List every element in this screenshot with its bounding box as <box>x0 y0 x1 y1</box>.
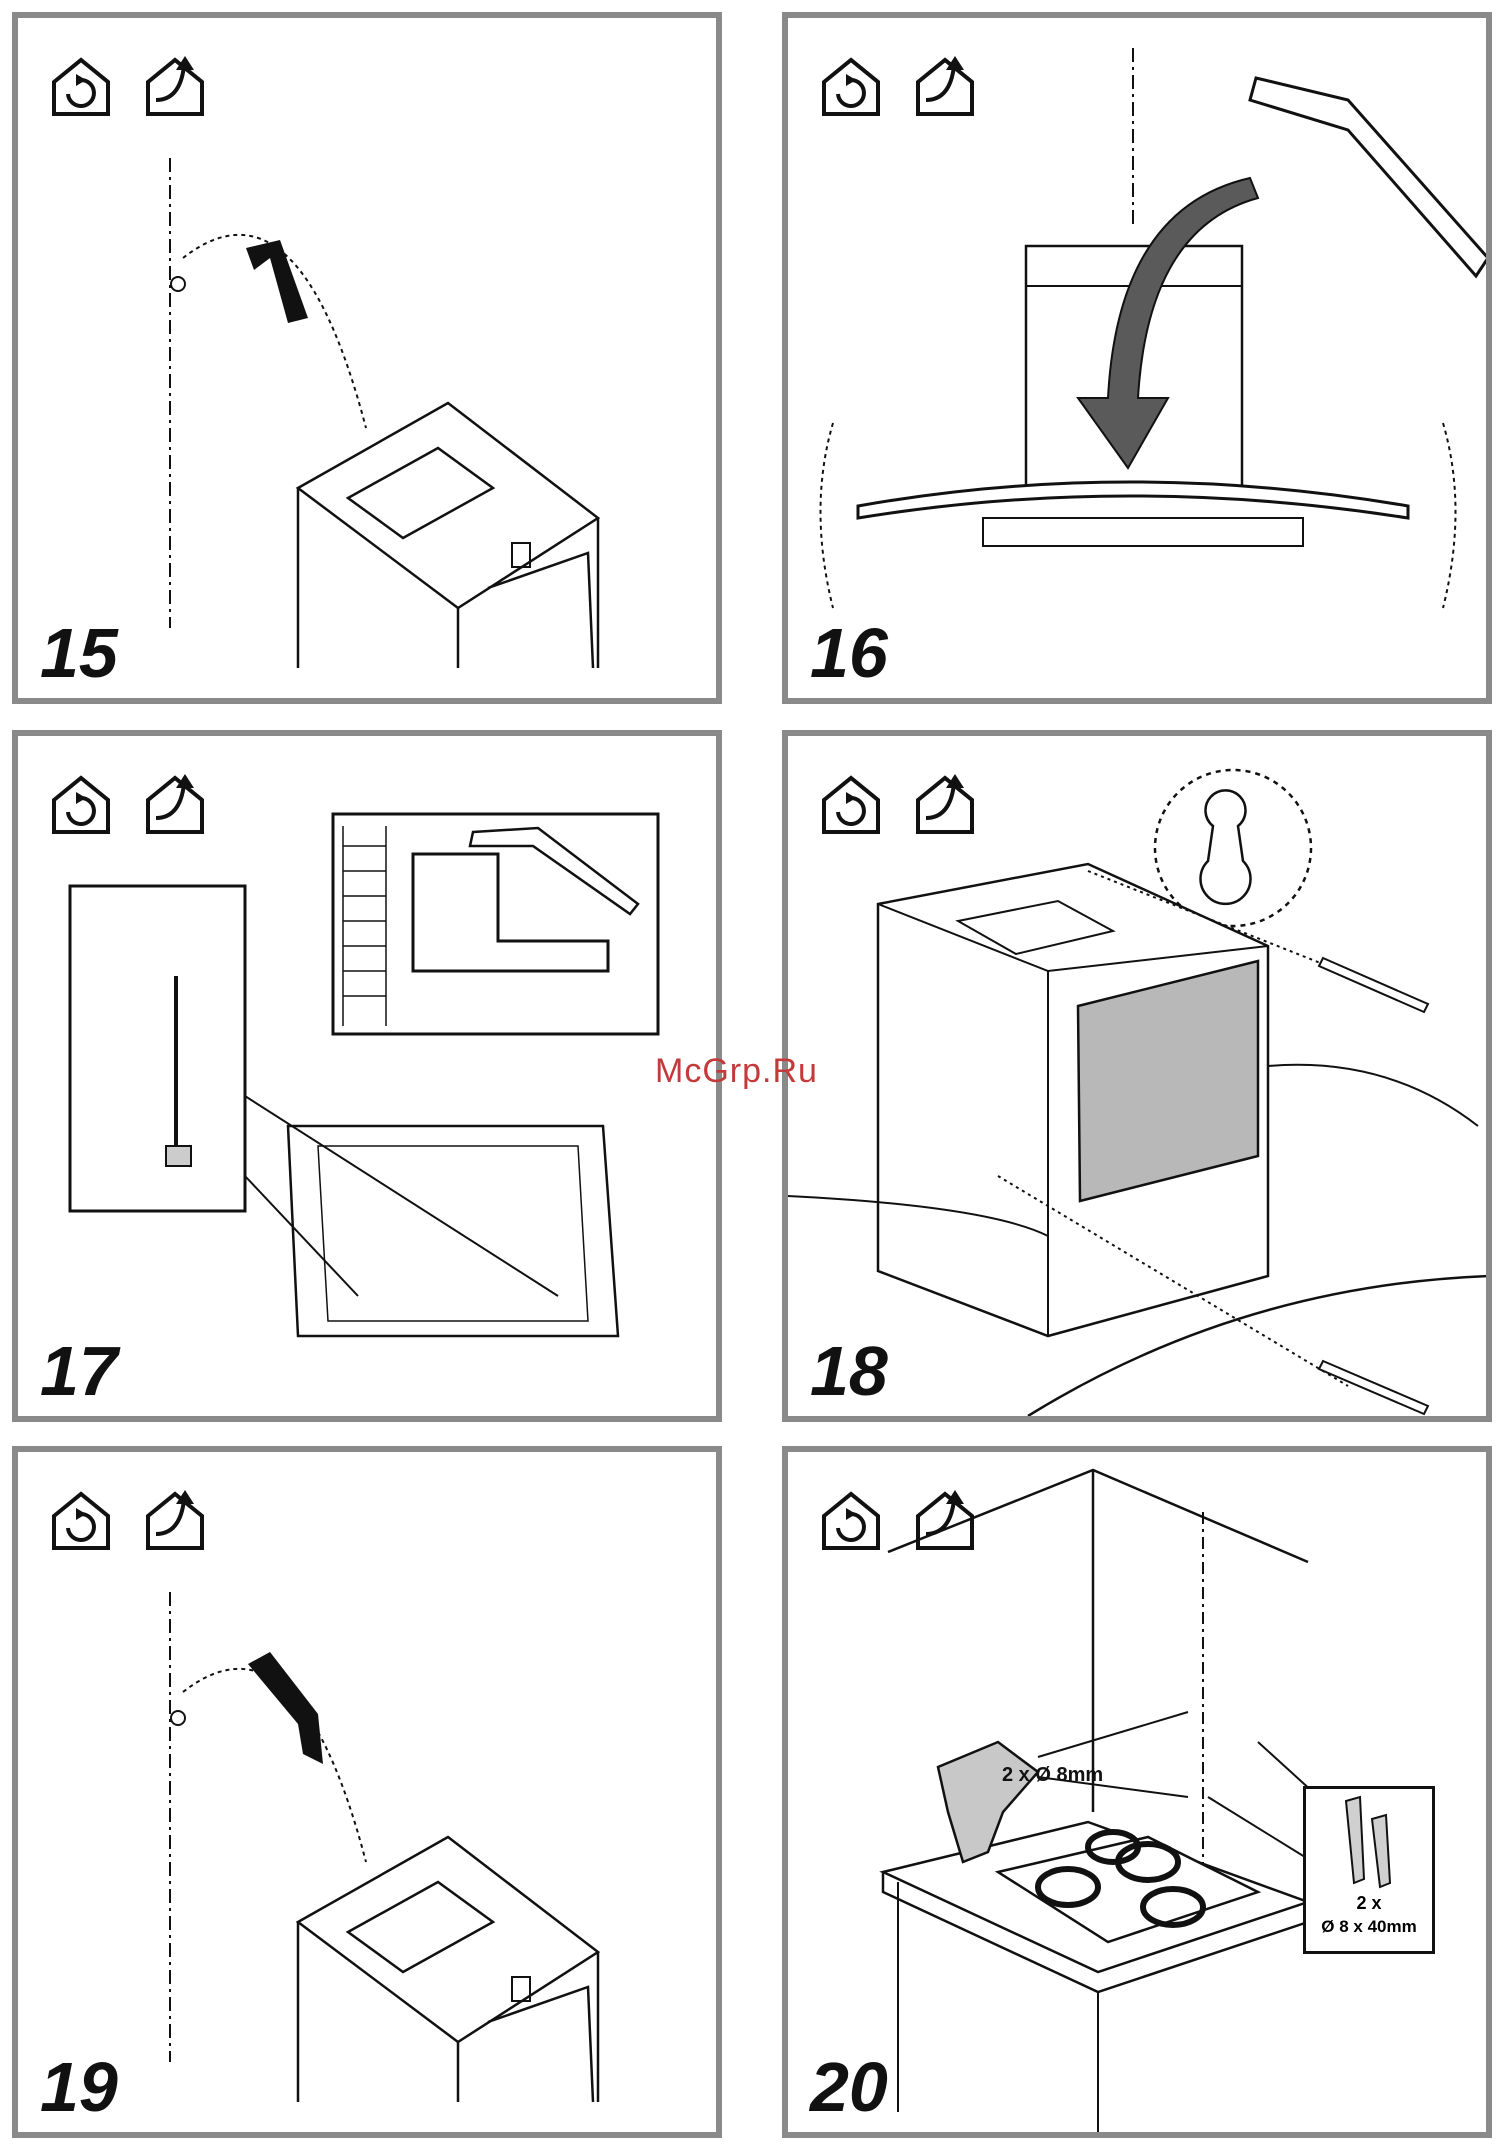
extraction-mode-icon <box>910 770 980 840</box>
illustration-step-15 <box>18 18 716 698</box>
step-panel-17: 17 <box>12 730 722 1422</box>
step-number: 17 <box>40 1336 118 1406</box>
wall-plug-callout: 2 x Ø 8 x 40mm <box>1303 1786 1435 1954</box>
recirculation-mode-icon <box>816 52 886 122</box>
illustration-step-19 <box>18 1452 716 2132</box>
extraction-mode-icon <box>910 1486 980 1556</box>
wall-plug-icon <box>1306 1789 1432 1889</box>
extraction-mode-icon <box>140 770 210 840</box>
recirculation-mode-icon <box>816 1486 886 1556</box>
step-number: 20 <box>810 2052 888 2122</box>
illustration-step-17 <box>18 736 716 1416</box>
drill-size-label: 2 x Ø 8mm <box>1002 1764 1103 1787</box>
recirculation-mode-icon <box>816 770 886 840</box>
step-panel-19: 19 <box>12 1446 722 2138</box>
plug-count: 2 x <box>1306 1893 1432 1914</box>
step-panel-16: 16 <box>782 12 1492 704</box>
illustration-step-18 <box>788 736 1486 1416</box>
extraction-mode-icon <box>140 1486 210 1556</box>
step-number: 16 <box>810 618 888 688</box>
step-number: 19 <box>40 2052 118 2122</box>
recirculation-mode-icon <box>46 770 116 840</box>
watermark: McGrp.Ru <box>655 1052 818 1091</box>
step-panel-18: 18 <box>782 730 1492 1422</box>
step-number: 15 <box>40 618 118 688</box>
illustration-step-16 <box>788 18 1486 698</box>
step-panel-15: 15 <box>12 12 722 704</box>
step-number: 18 <box>810 1336 888 1406</box>
plug-size: Ø 8 x 40mm <box>1306 1917 1432 1937</box>
recirculation-mode-icon <box>46 52 116 122</box>
extraction-mode-icon <box>910 52 980 122</box>
extraction-mode-icon <box>140 52 210 122</box>
recirculation-mode-icon <box>46 1486 116 1556</box>
